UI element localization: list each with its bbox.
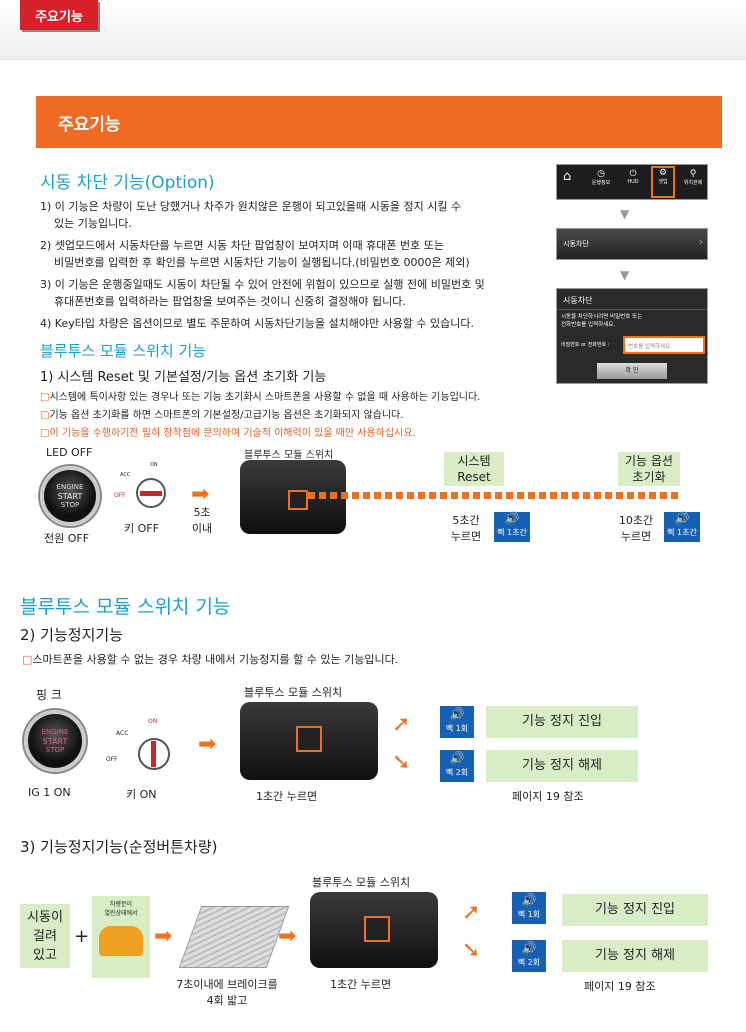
key-on-label: 키 ON [126, 788, 157, 801]
sec1-list: 1) 이 기능은 차량이 도난 당했거나 차주가 원치않은 운행이 되고있을때 … [40, 198, 550, 332]
sec3-title: 블루투스 모듈 스위치 기능 [20, 596, 231, 618]
sec2-title: 블루투스 모듈 스위치 기능 [40, 342, 207, 360]
speaker-icon: 🔊 [449, 707, 465, 721]
brake-pedal-icon [178, 906, 290, 968]
sec1-item: 4) Key타입 차량은 옵션이므로 별도 주문하여 시동차단기능을 설치해야만… [40, 317, 475, 330]
sec1-item: 2) 셋업모드에서 시동차단를 누르면 시동 차단 팝업창이 보여지며 이때 휴… [40, 239, 444, 252]
arrow-down-right-icon: ➘ [462, 938, 481, 963]
beep-badge: 🔊삑 2회 [512, 940, 546, 972]
arrow-right-icon: ➡ [154, 924, 173, 949]
menu-setup[interactable]: ⚙셋업 [651, 166, 675, 198]
beep-badge: 🔊삑 1회 [440, 706, 474, 738]
module-label: 블루투스 모듈 스위치 [244, 450, 334, 461]
section-tag: 주요기능 [20, 0, 98, 30]
power-icon: ⏻ [629, 169, 637, 179]
home-icon[interactable]: ⌂ [563, 169, 572, 184]
menu-hud[interactable]: ⏻HUD [619, 169, 647, 185]
chevron-right-icon: › [699, 237, 703, 248]
module-switch[interactable] [296, 726, 322, 752]
key-switch-diagram: ACC ON OFF [104, 716, 170, 778]
beep-badge: 🔊삑 1회 [512, 892, 546, 924]
popup-field-label: 비밀번호 or 전화번호 : [561, 342, 610, 348]
function-stop-exit: 기능 정지 해제 [562, 940, 708, 972]
led-off-label: LED OFF [46, 446, 93, 459]
sec2-bullet: 시스템에 특이사항 있는 경우나 또는 기능 초기화시 스마트폰을 사용할 수 … [40, 390, 480, 405]
arrow-right-icon: ➡ [191, 482, 210, 507]
speaker-icon: 🔊 [674, 511, 690, 525]
pink-label: 핑 크 [36, 688, 62, 702]
page-reference: 페이지 19 참조 [512, 790, 584, 803]
map-pin-icon: ⚲ [689, 169, 697, 179]
popup-number-input[interactable]: 번호를 입력하세요. [623, 336, 705, 354]
arrow-right-icon: ➡ [198, 732, 217, 757]
popup-ok-button[interactable]: 확 인 [597, 363, 667, 379]
speaker-icon: 🔊 [449, 751, 465, 765]
down-arrow-icon: ▼ [620, 207, 630, 221]
beep-badge: 🔊삑 1초간 [664, 511, 700, 542]
dashed-progress-line [308, 492, 678, 499]
sec1-item: 휴대폰번호를 입력하라는 팝업창을 보여주는 것이니 신중히 결정해야 됩니다. [54, 295, 406, 308]
module-label: 블루투스 모듈 스위치 [312, 876, 411, 889]
arrow-up-right-icon: ➚ [392, 712, 411, 737]
press-1s-label: 1초간 누르면 [256, 790, 318, 803]
sec2-bullet: 기능 옵션 초기화를 하면 스마트폰의 기본설정/고급기능 옵션은 초기화되지 … [40, 408, 403, 423]
ig-on-label: IG 1 ON [28, 786, 71, 799]
menu-drive-info[interactable]: ◷운행정보 [587, 169, 615, 186]
sec1-item: 있는 기능입니다. [54, 217, 132, 230]
sec1-title: 시동 차단 기능(Option) [40, 173, 215, 193]
sec2-subtitle: 1) 시스템 Reset 및 기본설정/기능 옵션 초기화 기능 [40, 370, 327, 385]
clock-icon: ◷ [597, 169, 605, 179]
arrow-right-icon: ➡ [278, 924, 297, 949]
speaker-icon: 🔊 [504, 511, 520, 525]
function-stop-exit: 기능 정지 해제 [486, 750, 638, 782]
gear-icon: ⚙ [658, 168, 668, 178]
bluetooth-module [310, 892, 438, 968]
sec3-bullet: 스마트폰을 사용할 수 없는 경우 차량 내에서 기능정지를 할 수 있는 기능… [22, 652, 398, 667]
phone-row[interactable]: 시동차단 › [556, 228, 708, 260]
arrow-up-right-icon: ➚ [462, 900, 481, 925]
plus-icon: + [74, 926, 90, 947]
popup-title: 시동차단 [563, 296, 593, 305]
down-arrow-icon: ▼ [620, 268, 630, 282]
page-reference: 페이지 19 참조 [584, 980, 656, 993]
menu-location[interactable]: ⚲위치관제 [679, 169, 707, 186]
key-switch-diagram: ACC ON OFF [114, 460, 176, 512]
key-off-label: 키 OFF [124, 522, 159, 535]
function-stop-enter: 기능 정지 진입 [562, 894, 708, 926]
press-1s-label: 1초간 누르면 [330, 978, 392, 991]
sec2-bullet-warning: 이 기능을 수행하기전 필히 장착점에 문의하여 기술적 이해력이 있을 때만 … [40, 426, 415, 441]
sec3-subtitle: 2) 기능정지기능 [20, 626, 123, 644]
sec1-item: 1) 이 기능은 차량이 도난 당했거나 차주가 원치않은 운행이 되고있을때 … [40, 200, 462, 213]
top-bar [0, 0, 746, 60]
arrow-down-right-icon: ➘ [392, 750, 411, 775]
speaker-icon: 🔊 [521, 893, 537, 907]
module-label: 블루투스 모듈 스위치 [244, 686, 343, 699]
power-off-label: 전원 OFF [44, 532, 90, 545]
beep-badge: 🔊삑 2회 [440, 750, 474, 782]
phone-menu-bar: ⌂ ◷운행정보 ⏻HUD ⚙셋업 ⚲위치관제 [556, 164, 708, 200]
function-stop-enter: 기능 정지 진입 [486, 706, 638, 738]
car-icon [99, 926, 143, 956]
sec1-item: 3) 이 기능은 운행중일때도 시동이 차단될 수 있어 안전에 위험이 있으므… [40, 278, 485, 291]
sec4-subtitle: 3) 기능정지기능(순정버튼차량) [20, 838, 218, 856]
section-band: 주요기능 [36, 96, 722, 148]
module-switch[interactable] [364, 916, 390, 942]
speaker-icon: 🔊 [521, 941, 537, 955]
bluetooth-module [240, 702, 378, 780]
module-switch[interactable] [288, 490, 308, 510]
sec1-item: 비밀번호를 입력한 후 확인를 누르면 시동차단 기능이 실행됩니다.(비밀번호… [54, 256, 470, 269]
beep-badge: 🔊삑 1초간 [494, 511, 530, 542]
